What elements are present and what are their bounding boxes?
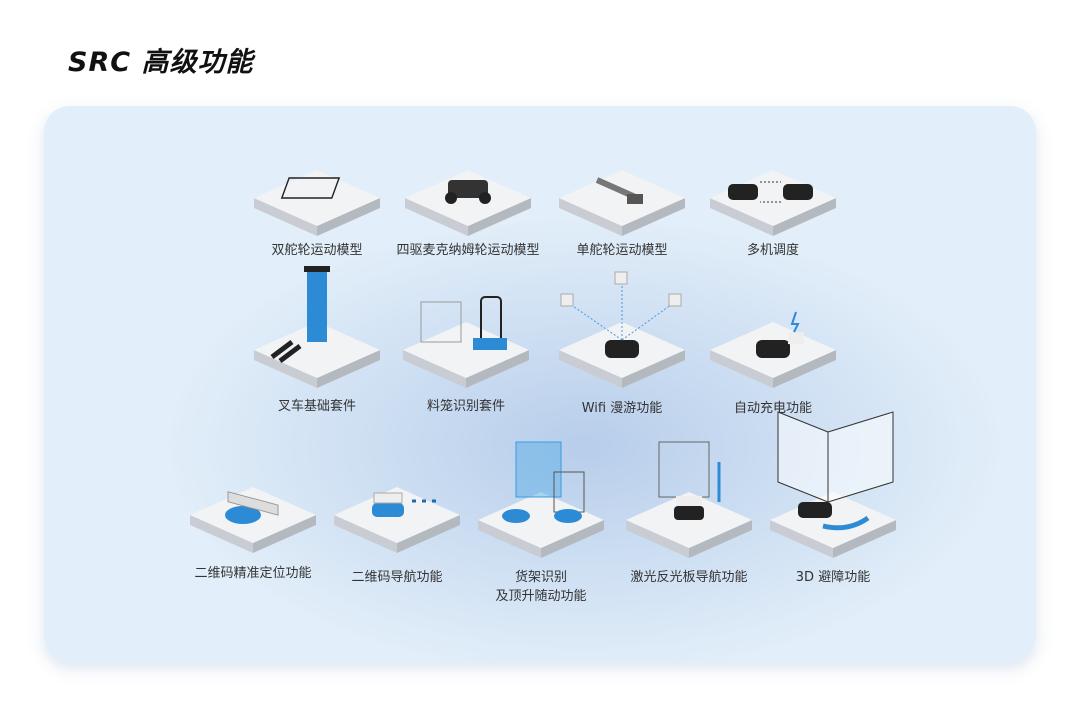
feature-label: 双舵轮运动模型	[271, 243, 363, 258]
feature-label: 3D 避障功能	[795, 570, 871, 585]
forklift-icon	[252, 266, 382, 394]
feature-label: 叉车基础套件	[277, 399, 357, 414]
feature-label: Wifi 漫游功能	[581, 401, 663, 416]
wifi-roaming-icon	[557, 271, 687, 394]
feature-label-line: 货架识别	[514, 570, 568, 585]
feature-label: 多机调度	[746, 243, 800, 258]
feature-label-line: 及顶升随动功能	[495, 589, 587, 604]
single-steering-icon	[557, 170, 687, 242]
laser-reflector-icon	[624, 441, 754, 564]
feature-label: 单舵轮运动模型	[576, 243, 668, 258]
shelf-lift-icon	[476, 441, 606, 564]
auto-charging-icon	[708, 311, 838, 394]
feature-label: 四驱麦克纳姆轮运动模型	[396, 243, 540, 258]
feature-label: 自动充电功能	[733, 401, 813, 416]
obstacle-avoidance-3d-icon	[768, 411, 898, 564]
feature-label: 货架识别及顶升随动功能	[495, 568, 586, 606]
feature-label: 二维码导航功能	[351, 570, 443, 585]
page-title: SRC 高级功能	[68, 47, 254, 78]
qr-positioning-icon	[188, 487, 318, 559]
feature-label: 二维码精准定位功能	[194, 566, 312, 581]
dual-steering-frame-icon	[252, 170, 382, 242]
mecanum-chassis-icon	[403, 170, 533, 242]
feature-label: 料笼识别套件	[426, 399, 506, 414]
qr-navigation-icon	[332, 487, 462, 559]
cage-recognition-icon	[401, 296, 531, 394]
feature-label: 激光反光板导航功能	[630, 570, 748, 585]
multi-robot-icon	[708, 170, 838, 242]
features-panel	[44, 106, 1036, 662]
